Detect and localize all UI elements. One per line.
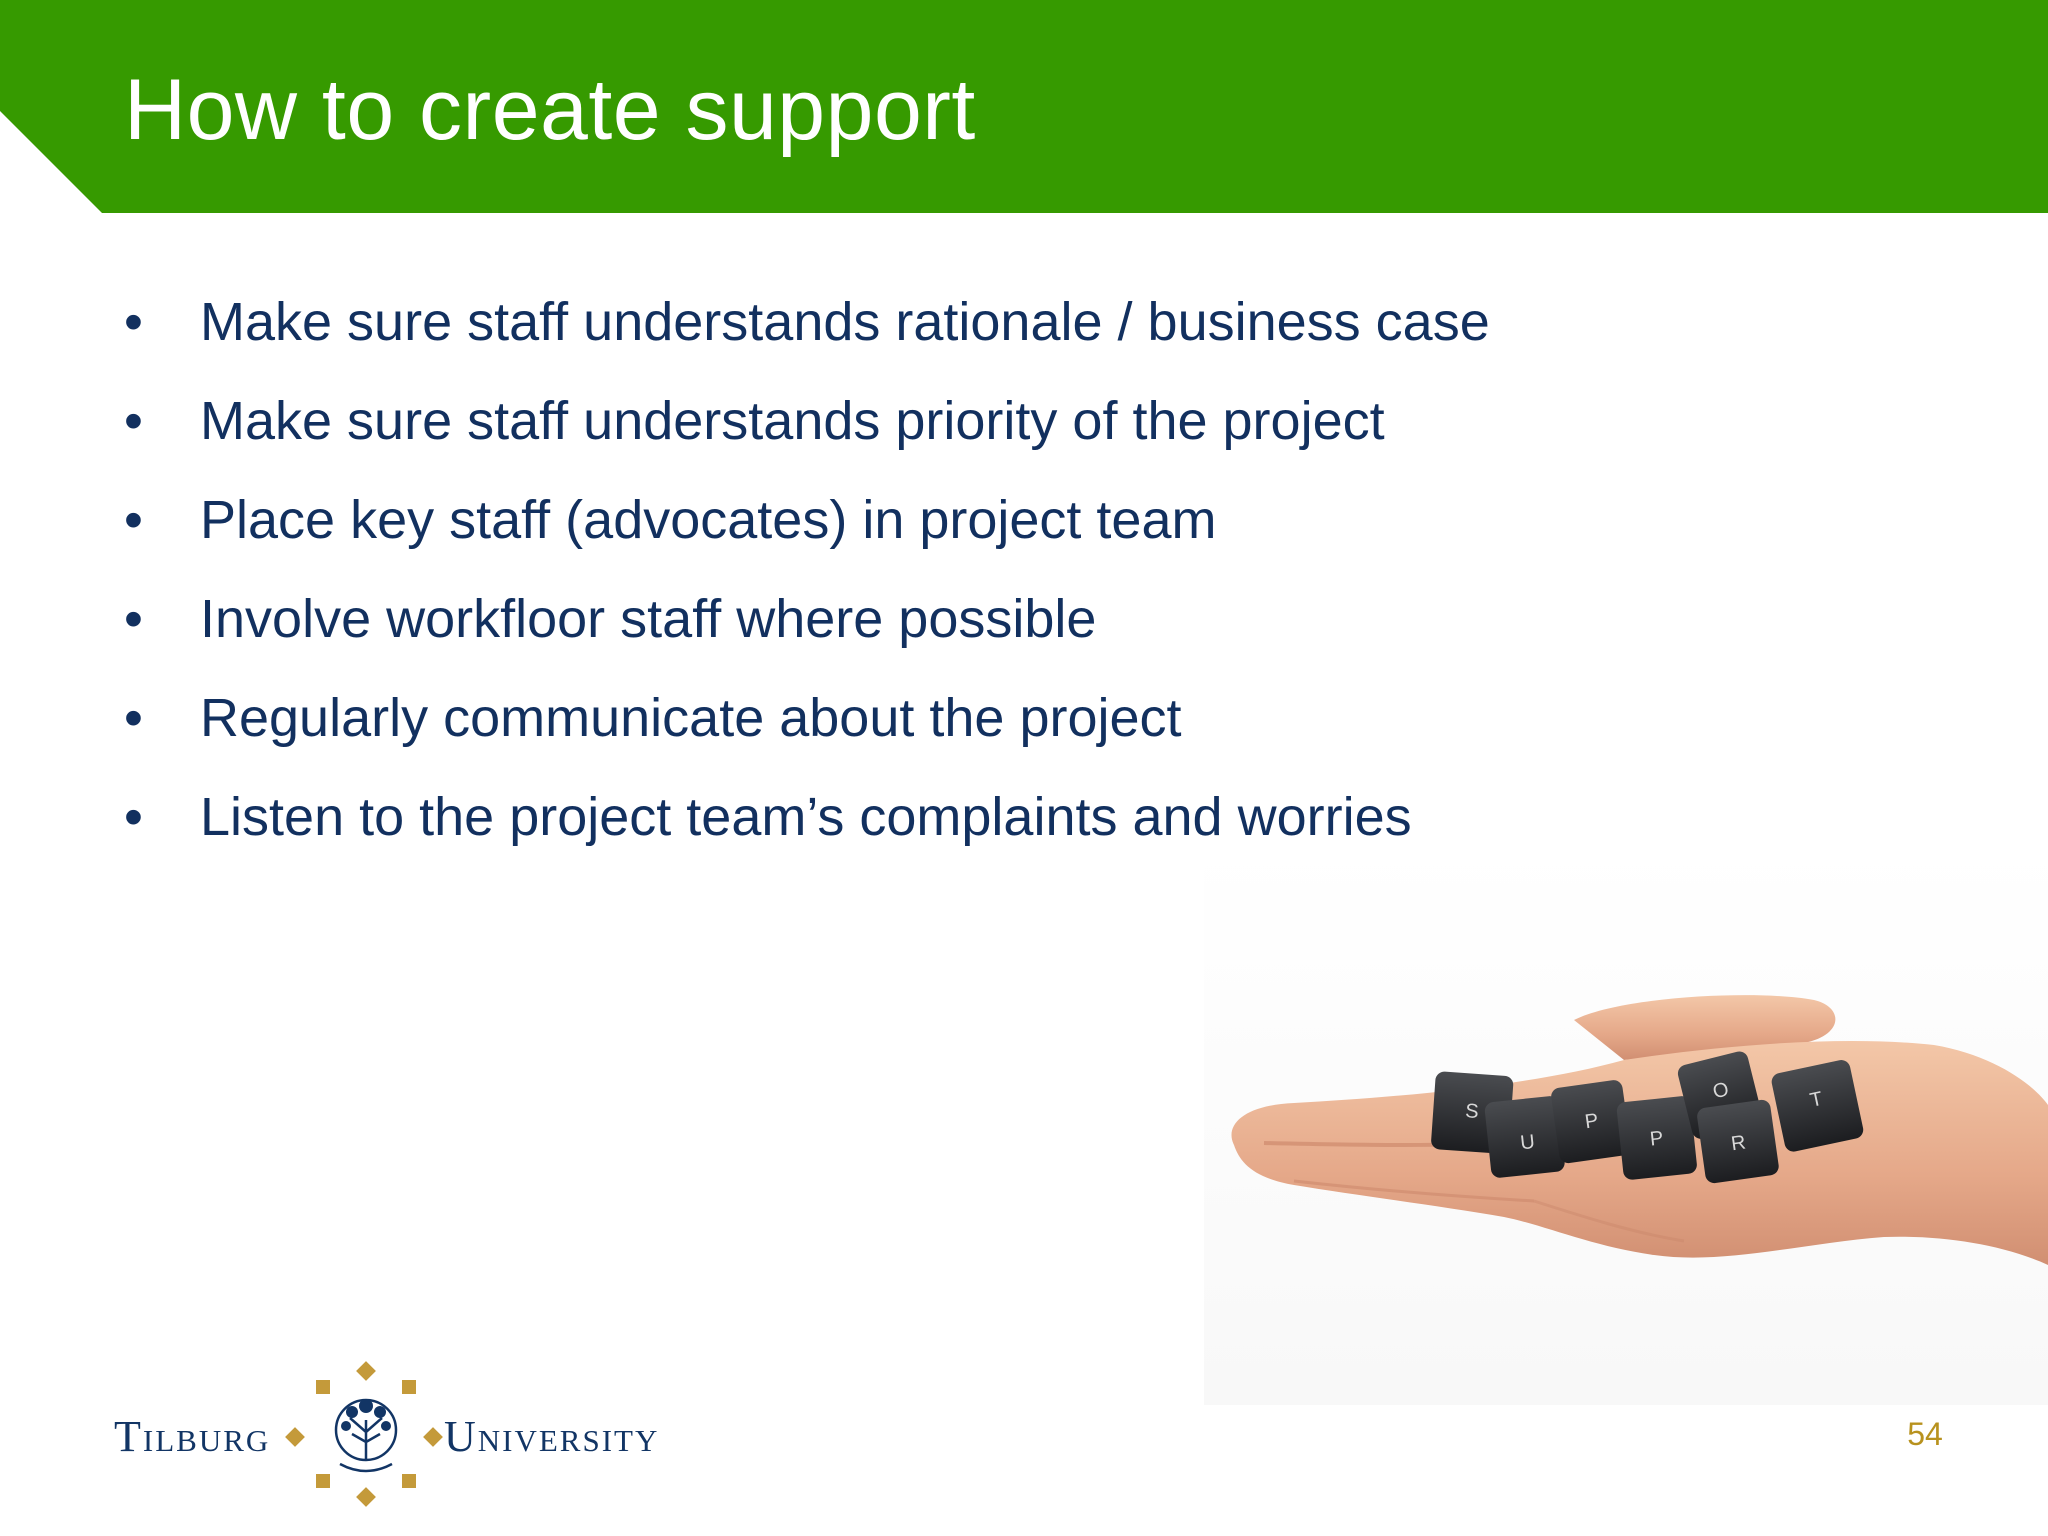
hand-holding-keys-photo: S U P P O R T xyxy=(1204,845,2048,1405)
tilburg-university-logo: Tilburg University xyxy=(110,1360,690,1510)
bullet-text: Regularly communicate about the project xyxy=(200,688,1182,748)
bullet-item: • Make sure staff understands rationale /… xyxy=(124,280,1824,379)
bullet-item: • Make sure staff understands priority of… xyxy=(124,379,1824,478)
bullet-item: • Place key staff (advocates) in project … xyxy=(124,478,1824,577)
key-p1: P xyxy=(1551,1080,1631,1164)
key-label: S xyxy=(1465,1100,1480,1123)
title-bar xyxy=(0,0,2048,213)
bullet-glyph: • xyxy=(124,589,143,649)
key-p2: P xyxy=(1616,1096,1697,1180)
key-t: T xyxy=(1771,1060,1864,1152)
page-number: 54 xyxy=(1907,1416,1943,1452)
bullet-text: Place key staff (advocates) in project t… xyxy=(200,490,1217,550)
bullet-list: • Make sure staff understands rationale /… xyxy=(124,280,1824,874)
key-label: P xyxy=(1649,1127,1665,1150)
tree-emblem-icon xyxy=(316,1361,416,1507)
key-r: R xyxy=(1697,1099,1779,1184)
bullet-glyph: • xyxy=(124,391,143,451)
bullet-text: Make sure staff understands priority of … xyxy=(200,391,1385,451)
key-label: T xyxy=(1808,1088,1825,1112)
bullet-item: • Regularly communicate about the project xyxy=(124,676,1824,775)
key-label: U xyxy=(1519,1131,1536,1154)
bullet-item: • Involve workfloor staff where possible xyxy=(124,577,1824,676)
logo-word-tilburg: Tilburg xyxy=(114,1412,271,1461)
logo-word-university: University xyxy=(444,1412,660,1461)
slide-title: How to create support xyxy=(124,62,976,158)
bullet-glyph: • xyxy=(124,688,143,748)
bullet-glyph: • xyxy=(124,787,143,847)
bullet-item: • Listen to the project team’s complaints… xyxy=(124,775,1824,874)
bullet-glyph: • xyxy=(124,490,143,550)
key-label: P xyxy=(1583,1110,1599,1134)
bullet-text: Involve workfloor staff where possible xyxy=(200,589,1097,649)
key-label: O xyxy=(1711,1078,1731,1103)
key-label: R xyxy=(1730,1132,1747,1156)
key-u: U xyxy=(1484,1096,1565,1178)
key-group: S U P P O R T xyxy=(1431,1051,1864,1184)
bullet-text: Make sure staff understands rationale / … xyxy=(200,292,1490,352)
bullet-text: Listen to the project team’s complaints … xyxy=(200,787,1412,847)
bullet-glyph: • xyxy=(124,292,143,352)
